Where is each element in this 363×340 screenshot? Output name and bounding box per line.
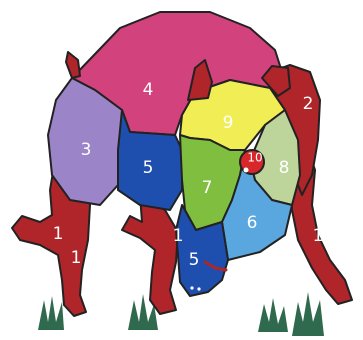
- nostril-left: [190, 286, 193, 289]
- label-region-1-front-leg-left: 1: [173, 226, 184, 246]
- label-region-5-belly: 5: [143, 158, 154, 178]
- nostril-right: [197, 287, 200, 290]
- grass-tuft-left: [38, 296, 64, 330]
- label-region-1-front-leg-right: 1: [313, 226, 324, 246]
- label-region-4-back: 4: [143, 80, 154, 100]
- label-region-9-forehead: 9: [223, 113, 234, 133]
- grass-tuft-right-2: [292, 292, 324, 336]
- label-region-2-neck: 2: [303, 94, 314, 114]
- eye-pupil: [244, 168, 249, 173]
- label-region-7-jaw: 7: [202, 178, 213, 198]
- label-region-1-back-leg: 1: [71, 248, 82, 268]
- label-region-10-eye: 10: [247, 151, 262, 165]
- label-region-3-shoulder: 3: [81, 140, 92, 160]
- label-region-6-cheek: 6: [247, 213, 258, 233]
- grass-tuft-right-1: [258, 298, 288, 332]
- label-region-5-snout: 5: [189, 250, 200, 270]
- region-1-front-leg-left: [122, 195, 178, 314]
- label-region-8-ear-side: 8: [279, 158, 290, 178]
- tail: [66, 52, 80, 78]
- label-region-1-back-leg-upper: 1: [53, 224, 64, 244]
